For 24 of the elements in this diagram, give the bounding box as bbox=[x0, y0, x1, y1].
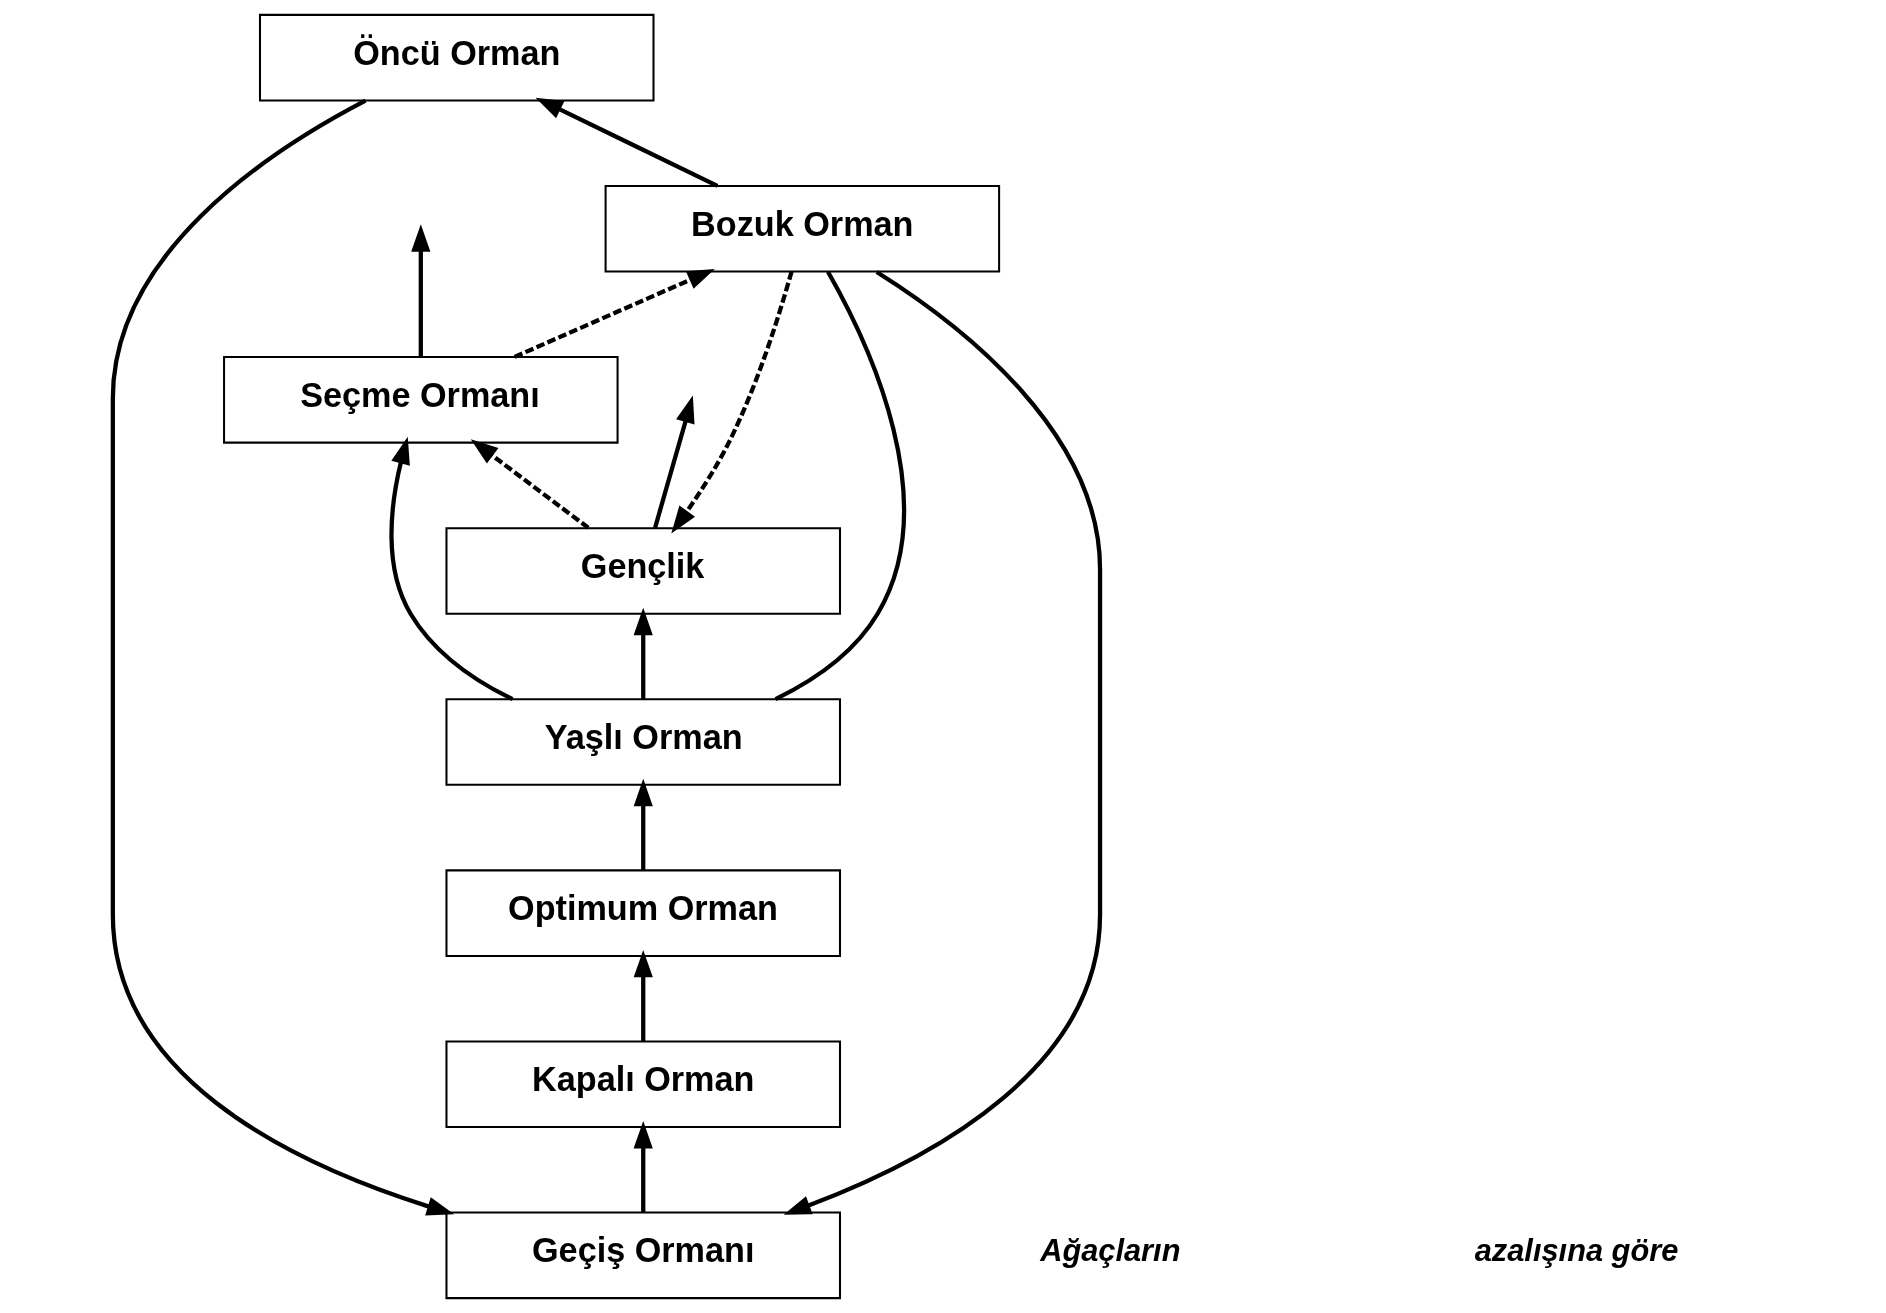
arrow bbox=[110, 98, 454, 1216]
arrow bbox=[633, 607, 653, 699]
arrow bbox=[670, 271, 794, 534]
node-box: Öncü Orman bbox=[258, 13, 655, 102]
node-box: Bozuk Orman bbox=[604, 184, 1000, 273]
label: Ağaçların bbox=[1039, 1233, 1180, 1269]
node-box: Gençlik bbox=[444, 527, 841, 615]
node-box: Optimum Orman bbox=[444, 869, 841, 957]
arrow bbox=[410, 224, 430, 357]
arrow bbox=[783, 270, 1102, 1215]
arrow bbox=[633, 778, 653, 870]
node-box: Seçme Ormanı bbox=[222, 356, 619, 444]
arrow bbox=[633, 949, 653, 1042]
node-box: Yaşlı Orman bbox=[444, 698, 841, 786]
connector bbox=[774, 270, 906, 701]
arrow bbox=[513, 268, 715, 359]
node-box: Geçiş Ormanı bbox=[444, 1211, 841, 1300]
arrow bbox=[652, 395, 695, 529]
arrow bbox=[535, 97, 718, 188]
label: azalışına göre bbox=[1474, 1233, 1678, 1269]
arrow bbox=[633, 1121, 653, 1213]
arrow bbox=[470, 439, 590, 530]
node-box: Kapalı Orman bbox=[444, 1040, 841, 1129]
arrow bbox=[388, 436, 513, 702]
